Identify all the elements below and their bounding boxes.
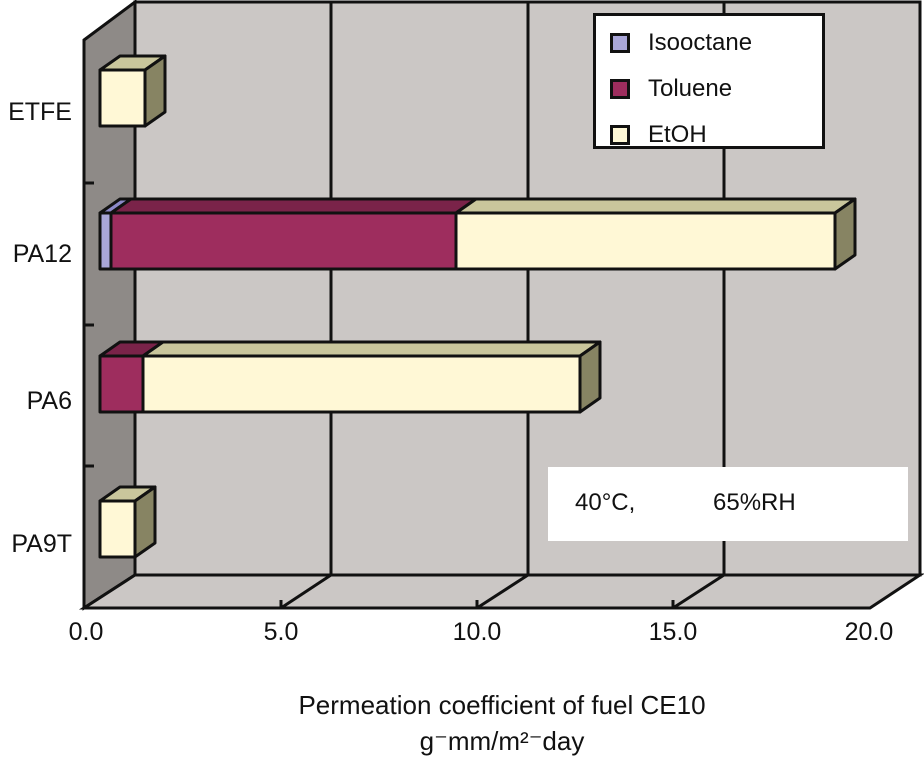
bar-pa6-etoh-face — [141, 354, 582, 414]
bar-pa12 — [98, 197, 857, 271]
legend: Isooctane Toluene EtOH — [593, 13, 825, 149]
condition-temperature: 40°C, — [575, 489, 636, 516]
bar-etfe-etoh-side — [143, 54, 167, 128]
bar-pa12-etoh-face — [454, 211, 837, 271]
x-tick-20: 20.0 — [844, 618, 894, 646]
bar-pa12-isooctane-face — [98, 211, 113, 271]
category-label-etfe: ETFE — [8, 98, 72, 126]
x-tick-0: 0.0 — [68, 618, 104, 646]
x-axis-title: Permeation coefficient of fuel CE10 — [298, 690, 706, 720]
bar-pa12-etoh-side — [833, 197, 857, 271]
bar-etfe-etoh-face — [98, 68, 147, 128]
x-tick-5: 5.0 — [263, 618, 299, 646]
legend-swatch-toluene — [610, 79, 630, 99]
bar-pa9t-etoh-face — [98, 499, 137, 559]
bar-pa9t — [98, 485, 157, 559]
legend-item-toluene: Toluene — [610, 74, 732, 104]
legend-item-etoh: EtOH — [610, 120, 707, 150]
bar-pa9t-etoh-side — [133, 485, 157, 559]
bar-pa6-etoh-side — [578, 340, 602, 414]
condition-humidity: 65%RH — [713, 489, 796, 516]
bar-pa12-etoh-top — [454, 197, 857, 215]
category-label-pa6: PA6 — [26, 387, 72, 415]
bar-pa12-toluene-face — [109, 211, 458, 271]
legend-item-isooctane: Isooctane — [610, 28, 752, 58]
legend-swatch-etoh — [610, 125, 630, 145]
legend-swatch-isooctane — [610, 33, 630, 53]
condition-annotation: 40°C, 65%RH — [548, 467, 908, 541]
bar-pa6-toluene-face — [98, 354, 145, 414]
x-tick-15: 15.0 — [648, 618, 698, 646]
x-tick-10: 10.0 — [452, 618, 502, 646]
x-axis-units: g⁻mm/m²⁻day — [419, 726, 585, 756]
bar-pa12-toluene-top — [109, 197, 478, 215]
bar-etfe — [98, 54, 167, 128]
legend-label-etoh: EtOH — [648, 121, 707, 148]
bar-pa6 — [98, 340, 602, 414]
legend-label-isooctane: Isooctane — [648, 29, 753, 56]
category-label-pa12: PA12 — [12, 240, 72, 268]
legend-label-toluene: Toluene — [648, 75, 733, 102]
category-label-pa9t: PA9T — [11, 530, 72, 558]
bar-pa6-etoh-top — [141, 340, 602, 358]
